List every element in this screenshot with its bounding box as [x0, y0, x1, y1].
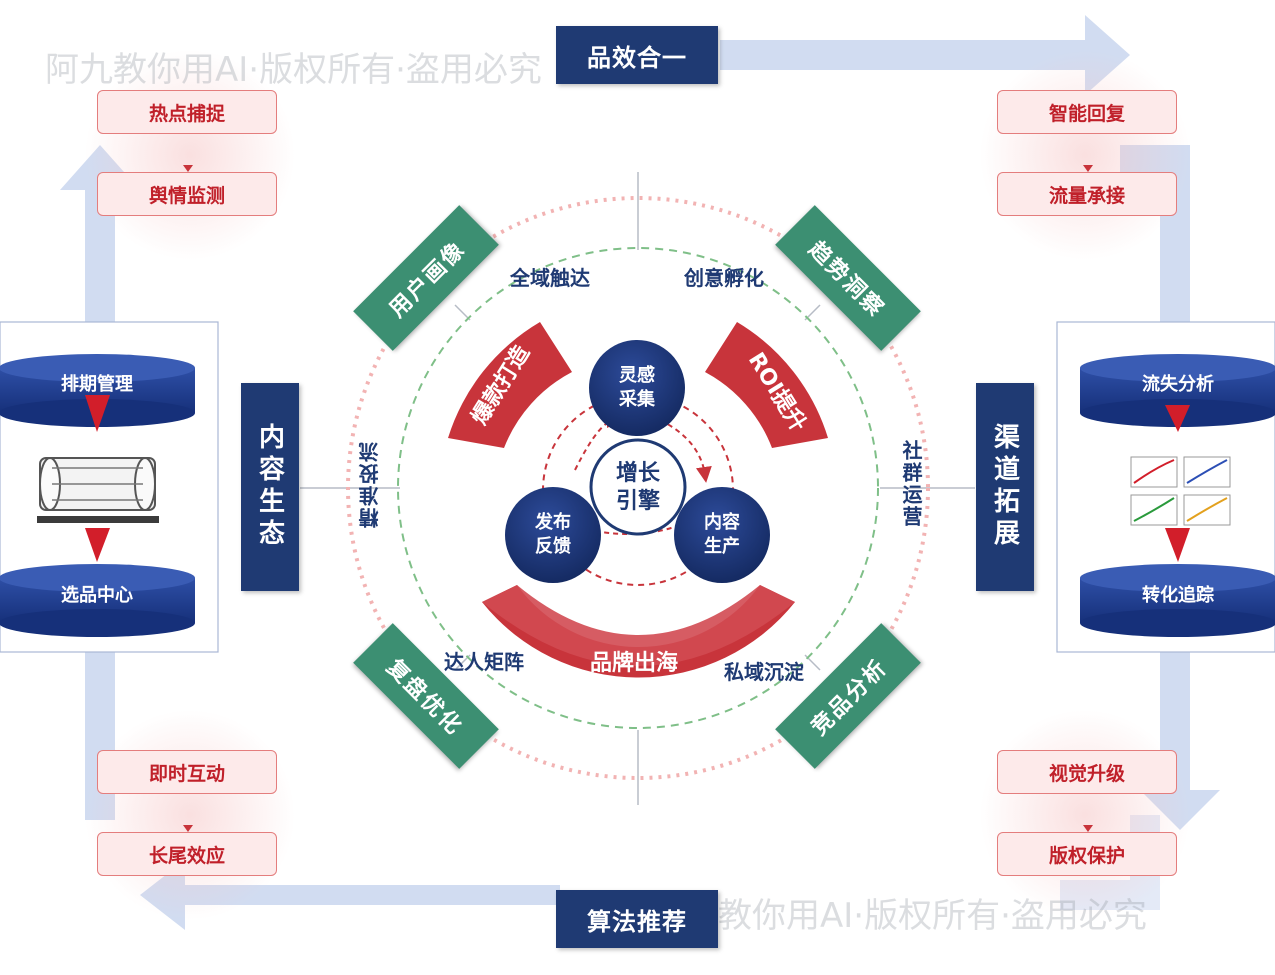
arrow-top [720, 15, 1130, 95]
left-pillar: 内容生态 [241, 383, 299, 591]
corner-bottom-right-2: 版权保护 [997, 832, 1177, 876]
core-right-label: 内容生产 [704, 512, 740, 557]
corner-bottom-left-2: 长尾效应 [97, 832, 277, 876]
corner-top-left-1: 热点捕捉 [97, 90, 277, 134]
corner-top-left-2: 舆情监测 [97, 172, 277, 216]
right-panel-top-label: 流失分析 [1142, 374, 1214, 395]
ring-label-top-left: 全域触达 [510, 266, 590, 290]
ring-label-top-right: 创意孵化 [684, 266, 764, 290]
corner-bottom-right-1: 视觉升级 [997, 750, 1177, 794]
core-center [589, 438, 687, 536]
arc-bottom-band [482, 585, 795, 678]
ring-label-left: 精准投流 [358, 440, 382, 528]
watermark-top: 阿九教你用AI·版权所有·盗用必究 [45, 50, 542, 90]
ring-label-bottom-left: 达人矩阵 [444, 650, 524, 674]
core-node-left [505, 487, 601, 583]
right-panel-bottom-label: 转化追踪 [1142, 585, 1214, 606]
core-node-right [674, 487, 770, 583]
core-top-label: 灵感采集 [619, 365, 655, 410]
left-panel-bottom-label: 选品中心 [61, 585, 133, 606]
reel-icon [37, 457, 159, 523]
arc-bottom-body [482, 585, 795, 666]
bottom-banner: 算法推荐 [556, 890, 718, 948]
corner-bottom-left-1: 即时互动 [97, 750, 277, 794]
ring-label-right: 社群运营 [899, 440, 923, 528]
mini-charts-icon [1130, 456, 1231, 526]
arc-bottom-label: 品牌出海 [590, 651, 679, 676]
arc-upper-left [448, 322, 572, 448]
corner-top-right-1: 智能回复 [997, 90, 1177, 134]
watermark-bottom: 阿九教你用AI·版权所有·盗用必究 [650, 896, 1147, 936]
left-panel-top-label: 排期管理 [61, 374, 133, 395]
core-node-top [589, 340, 685, 436]
core-center-label: 增长引擎 [615, 461, 660, 514]
left-cylinder-bottom [0, 564, 195, 637]
outer-dotted-ring [346, 196, 930, 780]
arrow-bottom [140, 860, 560, 930]
arc-upper-right [705, 322, 828, 448]
ring-label-bottom-right: 私域沉淀 [724, 660, 804, 684]
corner-top-right-2: 流量承接 [997, 172, 1177, 216]
inner-dashed-ring [397, 247, 879, 729]
right-pillar: 渠道拓展 [976, 383, 1034, 591]
right-cylinder-bottom [1080, 564, 1275, 637]
top-banner: 品效合一 [556, 26, 718, 84]
core-left-label: 发布反馈 [535, 512, 571, 557]
